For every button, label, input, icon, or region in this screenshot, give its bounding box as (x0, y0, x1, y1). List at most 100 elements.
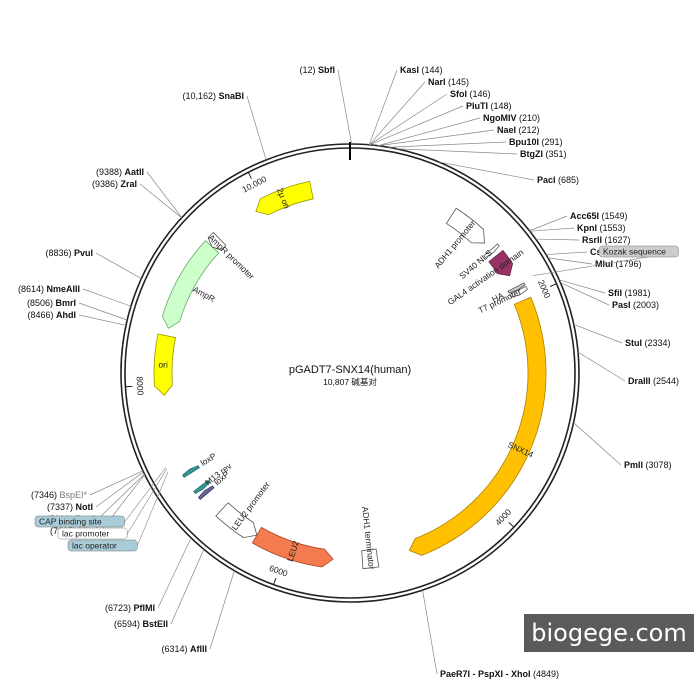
feature-ori-arrow[interactable] (153, 333, 177, 396)
site-snabi[interactable]: (10,162) SnaBI (182, 91, 267, 161)
site-kpni[interactable]: KpnI (1553) (529, 223, 626, 233)
site-label: BtgZI (351) (520, 149, 567, 159)
boxed-label-cap-binding-site[interactable]: CAP binding site (34, 467, 167, 528)
site-name: Bpu10I (509, 137, 539, 147)
site-acc65i[interactable]: Acc65I (1549) (529, 211, 628, 232)
feature-loxp-arrow[interactable] (197, 485, 215, 500)
boxed-label-leader (136, 471, 169, 547)
boxed-label-lac-operator[interactable]: lac operator (67, 471, 169, 552)
site-label: (8466) AhdI (27, 310, 76, 320)
site-sfoi[interactable]: SfoI (146) (369, 89, 491, 146)
site-bpu10i[interactable]: Bpu10I (291) (388, 137, 563, 148)
feature-ampr-promoter-arrow[interactable] (207, 231, 227, 251)
site-position: (9386) (92, 179, 121, 189)
site-name: NgoMIV (483, 113, 517, 123)
map-title: pGADT7-SNX14(human) (289, 364, 411, 376)
site-stui[interactable]: StuI (2334) (573, 324, 671, 348)
boxed-label-box (67, 539, 138, 552)
site-leader-line (535, 238, 580, 241)
site-pluti[interactable]: PluTI (148) (369, 101, 512, 146)
site-pmli[interactable]: PmlI (3078) (573, 422, 672, 470)
site-nari[interactable]: NarI (145) (369, 77, 469, 146)
feature-m13-rev-arrow[interactable] (193, 479, 211, 494)
boxed-label-text: lac promoter (62, 529, 109, 539)
site-label: KasI (144) (400, 65, 443, 75)
site-leader-line (157, 537, 192, 609)
site-sfii[interactable]: SfiI (1981) (559, 279, 651, 298)
site-position: (7346) (31, 490, 60, 500)
site-label: DraIII (2544) (628, 376, 679, 386)
site-position: (10,162) (182, 91, 218, 101)
site-position: (144) (419, 65, 443, 75)
site-btgzi[interactable]: BtgZI (351) (396, 148, 567, 159)
site-bsteii[interactable]: (6594) BstEII (114, 549, 205, 629)
site-label: KpnI (1553) (577, 223, 626, 233)
site-kasi[interactable]: KasI (144) (368, 65, 443, 145)
site-position: (2544) (651, 376, 680, 386)
feature-ampr-arrow[interactable] (161, 240, 220, 329)
site-zrai[interactable]: (9386) ZraI (92, 179, 182, 219)
site-label: (12) SbfI (299, 65, 335, 75)
boxed-label-kozak-sequence[interactable]: Kozak sequence (532, 245, 679, 276)
feature-leu2-arrow[interactable] (251, 526, 334, 568)
site-noti[interactable]: (7337) NotI (47, 471, 144, 512)
site-position: (8836) (45, 248, 74, 258)
site-position: (3078) (643, 460, 672, 470)
site-leader-line (577, 351, 626, 382)
site-bspei[interactable]: (7346) BspEI* (31, 470, 144, 500)
site-pflmi[interactable]: (6723) PflMI (105, 537, 192, 613)
site-position: (146) (467, 89, 491, 99)
site-label: (8506) BmrI (27, 298, 76, 308)
site-name: PasI (612, 300, 631, 310)
feature-loxp-arrow[interactable] (182, 465, 200, 478)
site-label: NarI (145) (428, 77, 469, 87)
site-paer7i-pspxi-xhoi[interactable]: PaeR7I - PspXI - XhoI (4849) (422, 590, 560, 679)
feature-sv40-nls-arrow[interactable] (483, 243, 500, 259)
site-bmri[interactable]: (8506) BmrI (27, 298, 128, 321)
site-aflii[interactable]: (6314) AflII (161, 570, 235, 654)
site-nmeaiii[interactable]: (8614) NmeAIII (18, 284, 132, 307)
feature-2-ori-arrow[interactable] (255, 180, 314, 216)
site-label: (8836) PvuI (45, 248, 93, 258)
feature-ha-arrow[interactable] (507, 282, 526, 294)
site-leader-line (377, 117, 481, 147)
feature-snx14-arrow[interactable] (408, 296, 547, 556)
site-mlui[interactable]: MluI (1796) (547, 257, 642, 269)
site-sbfi[interactable]: (12) SbfI (299, 65, 352, 145)
feature-leu2-promoter-arrow[interactable] (215, 502, 258, 539)
site-position: (210) (517, 113, 541, 123)
site-position: (12) (299, 65, 318, 75)
site-paci[interactable]: PacI (685) (438, 161, 579, 185)
feature-t7-promoter-arrow[interactable] (509, 285, 528, 298)
site-position: (1553) (597, 223, 626, 233)
site-name: NarI (428, 77, 446, 87)
watermark: biogege.com (524, 614, 694, 652)
site-leader-line (378, 129, 495, 147)
site-leader-line (369, 81, 426, 146)
site-position: (351) (543, 149, 567, 159)
site-naei[interactable]: NaeI (212) (378, 125, 540, 147)
site-pvui[interactable]: (8836) PvuI (45, 248, 142, 279)
site-position: (6723) (105, 603, 134, 613)
site-label: SfoI (146) (450, 89, 491, 99)
site-aatii[interactable]: (9388) AatII (96, 167, 183, 218)
site-position: (7337) (47, 502, 76, 512)
tick-mark (549, 283, 557, 287)
site-ngomiv[interactable]: NgoMIV (210) (377, 113, 540, 147)
site-name: DraIII (628, 376, 651, 386)
boxed-label-text: CAP binding site (39, 517, 102, 527)
site-position: (8614) (18, 284, 47, 294)
boxed-label-lac-promoter[interactable]: lac promoter (57, 468, 167, 540)
feature-adh1-terminator-arrow[interactable] (361, 548, 380, 569)
site-ahdi[interactable]: (8466) AhdI (27, 310, 127, 326)
tick-mark (508, 521, 515, 528)
site-pasi[interactable]: PasI (2003) (560, 282, 659, 310)
site-draiii[interactable]: DraIII (2544) (577, 351, 679, 386)
feature-gal4-activation-domain-arrow[interactable] (488, 249, 514, 277)
site-rsrii[interactable]: RsrII (1627) (535, 235, 631, 245)
site-label: NgoMIV (210) (483, 113, 540, 123)
tick-mark (273, 577, 277, 585)
map-length: 10,807 碱基对 (323, 377, 377, 387)
feature-adh1-promoter-arrow[interactable] (445, 207, 485, 244)
